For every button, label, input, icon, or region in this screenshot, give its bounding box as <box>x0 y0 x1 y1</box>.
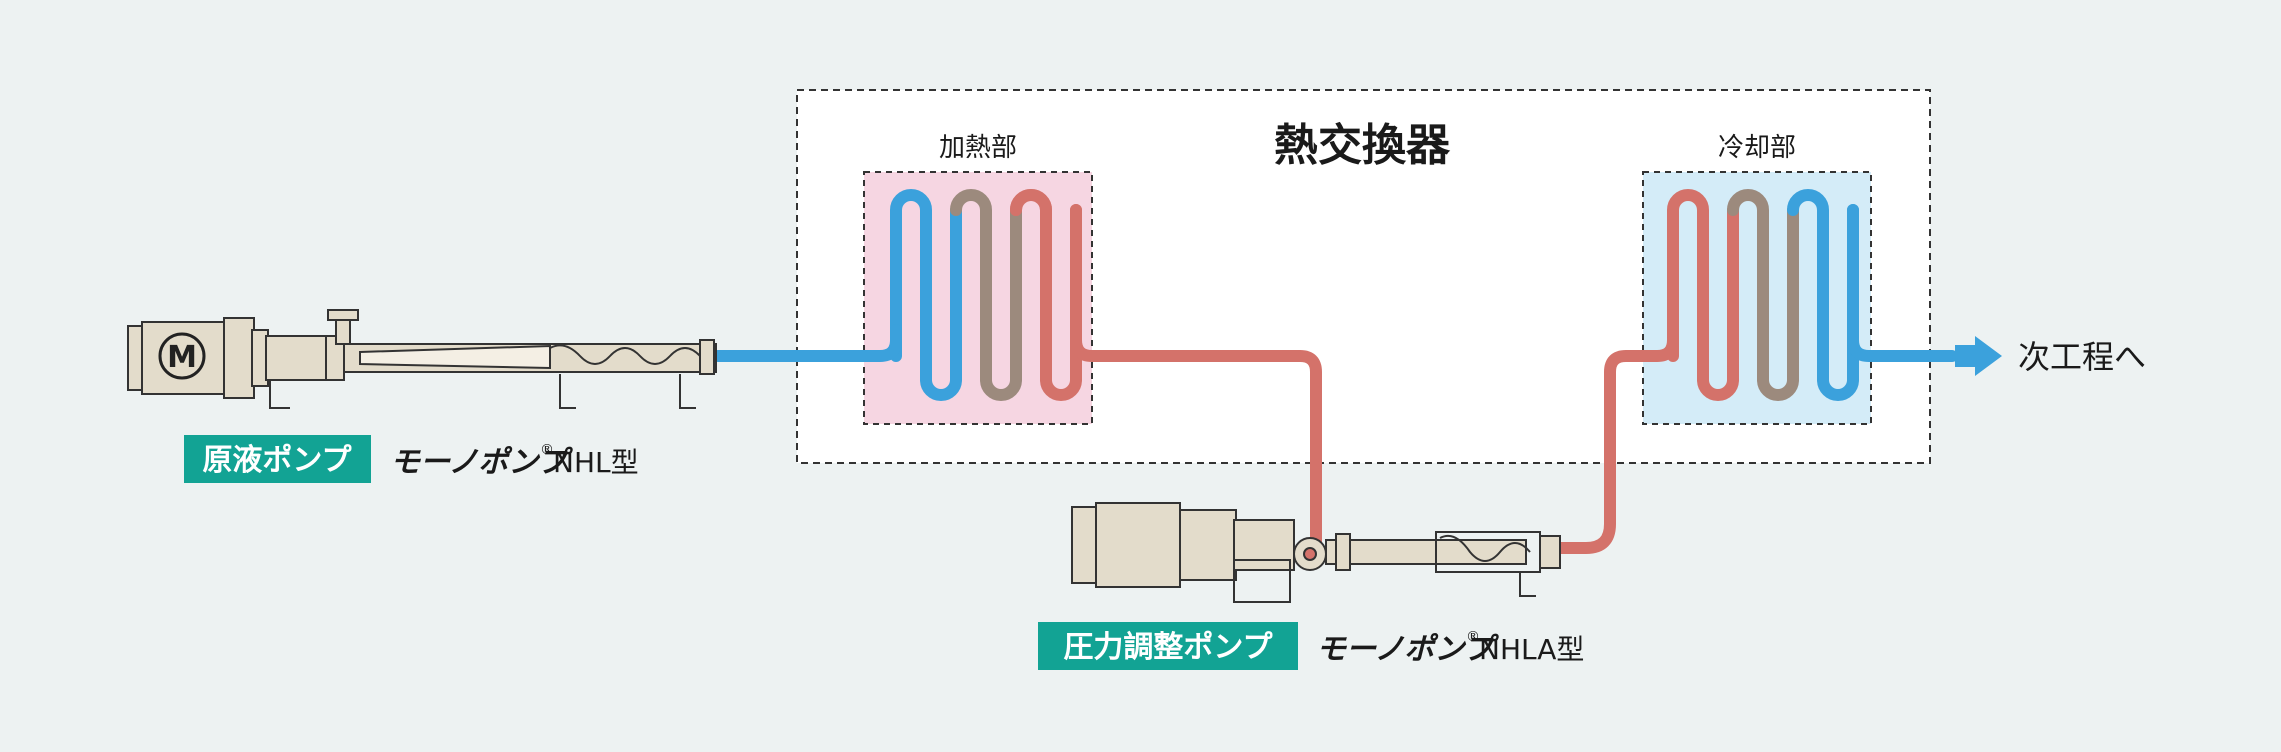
pump2-registered-mark: ® <box>1466 629 1480 645</box>
pump2-brand: モーノポンプ <box>1316 632 1499 667</box>
pump1-motor-icon <box>158 332 206 380</box>
pump2-model: NHLA型 <box>1479 633 1584 666</box>
pump1-badge-text: 原液ポンプ <box>202 443 352 478</box>
pump1-motor-letter: M <box>167 340 197 375</box>
cooling-coil-brown <box>1727 189 1799 401</box>
cooling-coils <box>1667 189 1859 401</box>
heating-coils <box>890 189 1082 401</box>
pump1-badge <box>184 435 371 483</box>
next-step-arrow-icon <box>1955 336 2002 376</box>
heating-coil-brown <box>950 189 1022 401</box>
pump2-illustration <box>1071 502 1561 603</box>
heating-section-label: 加熱部 <box>939 133 1017 163</box>
pipe-heating-to-pump2 <box>1070 204 1322 556</box>
cooling-coil-red <box>1667 189 1739 401</box>
pump1-model: NHL型 <box>553 446 639 479</box>
pump1-illustration: M <box>127 309 717 409</box>
heat-exchanger-title: 熱交換器 <box>1274 120 1451 171</box>
pipe-inlet-blue <box>712 324 902 362</box>
cooling-section-label: 冷却部 <box>1718 133 1796 163</box>
heating-coil-blue <box>890 189 962 401</box>
cooling-coil-blue <box>1787 189 1859 401</box>
next-step-label: 次工程へ <box>2018 338 2146 376</box>
pump1-registered-mark: ® <box>540 442 554 458</box>
pipe-outlet-blue <box>1847 204 1958 362</box>
pump2-badge <box>1038 622 1298 670</box>
pipe-pump2-to-cooling <box>1554 334 1679 554</box>
pump2-badge-text: 圧力調整ポンプ <box>1063 630 1273 665</box>
pump1-brand: モーノポンプ <box>390 445 573 480</box>
